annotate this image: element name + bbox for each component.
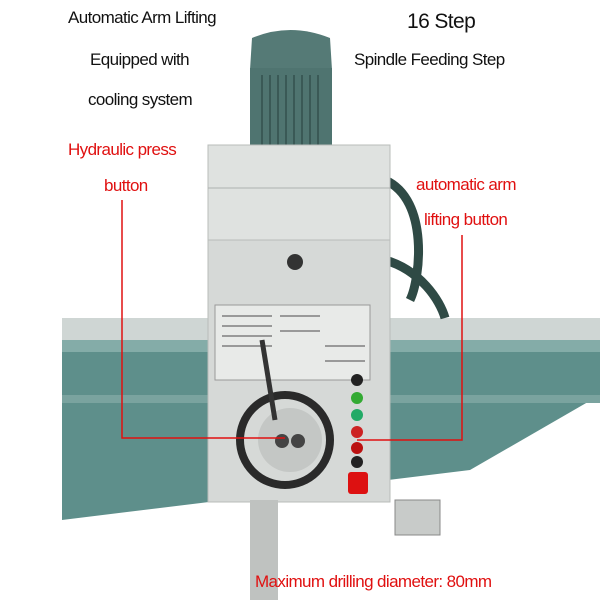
label-max-diameter: Maximum drilling diameter: 80mm [255, 572, 492, 591]
side-clamp [394, 499, 441, 536]
label-auto-arm: automatic arm [416, 175, 517, 194]
label-cooling-system: cooling system [88, 90, 193, 109]
callout-lines [121, 200, 463, 441]
label-step-count: 16 Step [407, 10, 476, 33]
label-hydraulic-button: button [104, 176, 148, 195]
motor [250, 30, 332, 163]
handwheel [236, 339, 334, 489]
label-hydraulic-press: Hydraulic press [68, 140, 177, 159]
label-lifting-button: lifting button [424, 210, 508, 229]
label-spindle-feeding: Spindle Feeding Step [354, 50, 505, 69]
spindle [250, 500, 278, 600]
label-equipped-with: Equipped with [90, 50, 190, 69]
control-buttons [348, 374, 368, 494]
label-auto-arm-lifting: Automatic Arm Lifting [68, 8, 217, 27]
coolant-hose [382, 175, 450, 320]
